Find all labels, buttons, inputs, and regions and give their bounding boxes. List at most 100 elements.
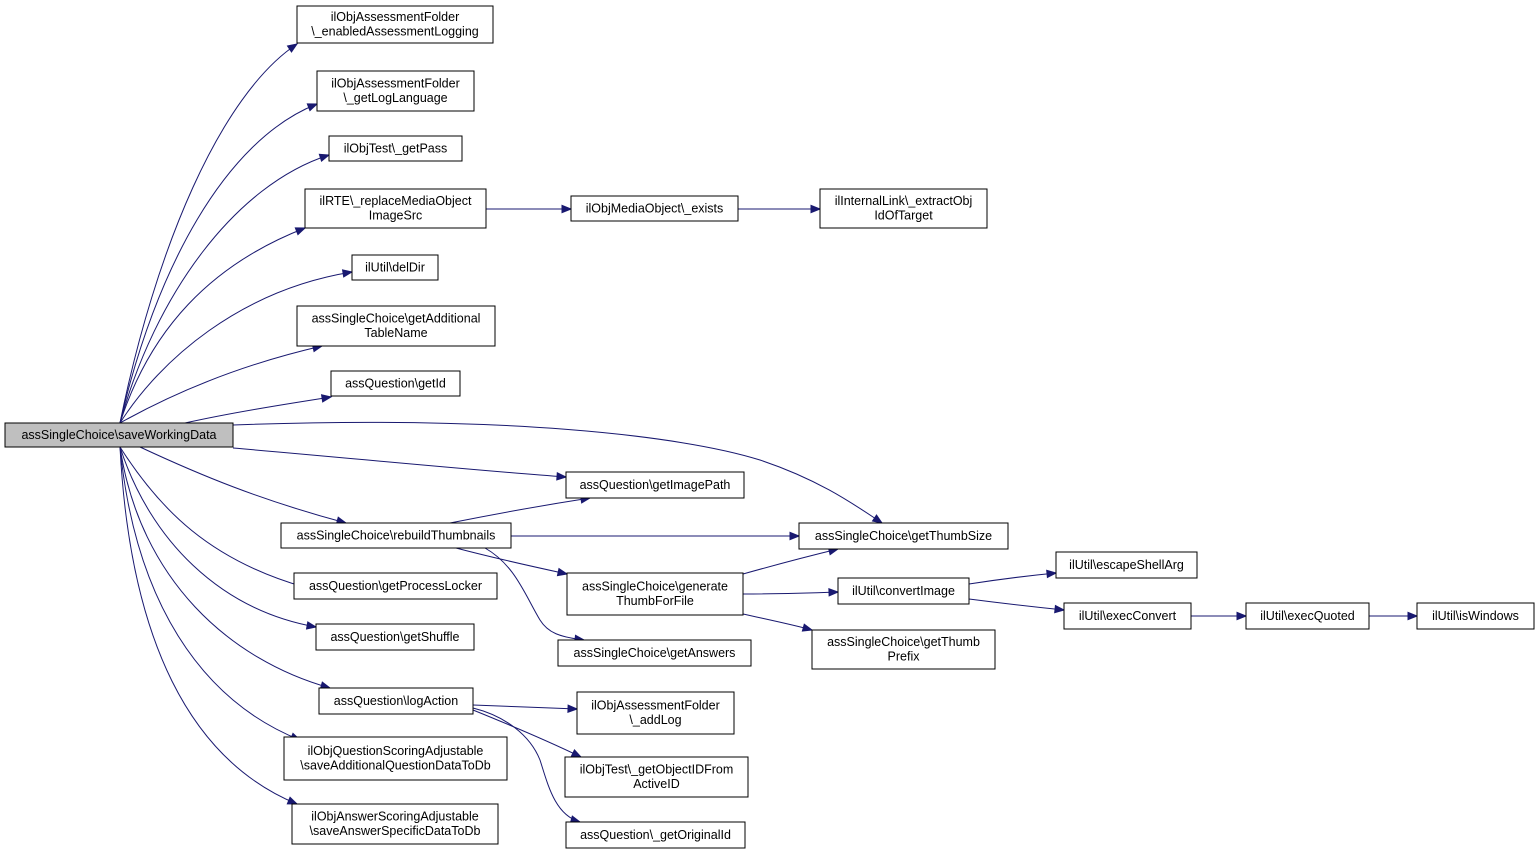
function-node[interactable]: assSingleChoice\rebuildThumbnails [280,522,512,549]
function-node-box [1063,602,1192,630]
function-node-label: ActiveID [633,777,680,791]
function-node-box [330,370,461,397]
function-node[interactable]: ilUtil\isWindows [1416,602,1535,630]
function-node[interactable]: ilUtil\execConvert [1063,602,1192,630]
arrowhead-root-to-n10 [556,471,568,481]
function-node-box [4,422,234,448]
function-node-box [798,522,1009,550]
function-node-label: ilInternalLink\_extractObj [835,194,973,208]
edge-n23-to-n26 [472,707,581,823]
function-node[interactable]: ilUtil\execQuoted [1245,602,1370,630]
function-node-label: ilUtil\escapeShellArg [1069,558,1184,572]
arrowhead-root-to-n2 [306,103,319,112]
function-node[interactable]: assQuestion\getId [330,370,461,397]
function-node-label: assSingleChoice\getThumbSize [815,529,992,543]
arrowhead-n11-to-n12 [789,531,801,541]
function-node-label: ilObjAssessmentFolder [331,10,460,24]
function-node-box [565,471,745,499]
function-node-label: assQuestion\getShuffle [330,630,459,644]
edge-root-to-n10 [232,447,567,478]
function-node[interactable]: ilUtil\delDir [351,254,439,281]
edge-root-to-n22 [119,446,317,628]
function-node[interactable]: ilObjTest\_getPass [328,135,463,162]
function-node-label: \_enabledAssessmentLogging [311,25,479,39]
edge-n11-to-n13 [455,547,568,575]
edge-n14-to-n15 [968,572,1057,585]
function-node-box [837,577,970,605]
function-node-box [566,572,744,616]
edge-root-to-n7 [119,271,353,424]
function-node[interactable]: assQuestion\getProcessLocker [293,572,498,600]
arrowhead-n17-to-n18 [1407,611,1419,621]
function-node-label: \saveAdditionalQuestionDataToDb [300,759,490,773]
function-node-label: ilObjTest\_getObjectIDFrom [580,763,734,777]
function-node-label: assSingleChoice\rebuildThumbnails [297,528,496,542]
edge-n11-to-n10 [449,497,591,524]
edge-root-to-n4 [119,227,306,424]
function-node-box [283,736,508,781]
edge-root-to-n3 [119,154,330,424]
function-node-box [1416,602,1535,630]
arrowhead-root-to-n7 [341,269,354,278]
function-node-label: assSingleChoice\getAdditional [312,312,481,326]
edge-root-to-n12 [232,421,883,524]
edge-root-to-n27 [119,446,301,741]
edge-root-to-n11 [139,446,347,524]
arrowhead-n23-to-n25 [570,748,583,758]
edge-root-to-n21 [119,446,305,588]
arrowhead-n5-to-n6 [810,204,822,214]
function-node-label: assQuestion\logAction [334,694,458,708]
function-node[interactable]: ilObjMediaObject\_exists [570,195,739,222]
function-node-label: \saveAnswerSpecificDataToDb [310,824,481,838]
function-node-label: assSingleChoice\getThumb [827,635,980,649]
function-node-label: ilObjMediaObject\_exists [586,201,724,215]
function-node-label: assSingleChoice\getAnswers [574,646,736,660]
arrowhead-n16-to-n17 [1236,611,1248,621]
function-node-box [351,254,439,281]
function-node[interactable]: assQuestion\getShuffle [315,623,475,651]
function-node[interactable]: ilObjAssessmentFolder\_enabledAssessment… [296,5,494,44]
function-node-box [819,188,988,229]
function-node[interactable]: ilUtil\escapeShellArg [1055,551,1198,579]
function-node-box [811,629,996,670]
function-node[interactable]: ilUtil\convertImage [837,577,970,605]
function-node-label: ilObjQuestionScoringAdjustable [308,744,484,758]
function-node[interactable]: ilObjQuestionScoringAdjustable\saveAddit… [283,736,508,781]
function-node-label: ilUtil\delDir [365,260,425,274]
function-node-label: \_addLog [629,713,681,727]
function-node[interactable]: assQuestion\logAction [318,687,474,715]
edge-n23-to-n25 [472,709,582,758]
function-node-box [576,691,735,735]
arrowhead-root-to-n22 [305,621,318,630]
edge-root-to-n2 [119,103,318,424]
function-node[interactable]: ilObjAssessmentFolder\_addLog [576,691,735,735]
function-node-label: ImageSrc [369,209,423,223]
function-node[interactable]: assSingleChoice\getAnswers [557,639,752,667]
function-node-label: ilObjTest\_getPass [344,141,448,155]
function-node[interactable]: ilObjAnswerScoringAdjustable\saveAnswerS… [291,803,499,845]
arrowhead-n14-to-n15 [1046,569,1058,579]
root-function-node[interactable]: assSingleChoice\saveWorkingData [4,422,234,448]
function-node-box [296,5,494,44]
arrowhead-n13-to-n19 [801,623,814,632]
edge-root-to-n8 [119,345,323,424]
function-node-label: assQuestion\_getOriginalId [580,828,731,842]
function-node-label: Prefix [888,650,921,664]
call-graph-nodes: assSingleChoice\saveWorkingData ilObjAsse… [4,5,1535,849]
arrowhead-n14-to-n16 [1054,604,1066,614]
function-node-box [315,623,475,651]
function-node[interactable]: assQuestion\_getOriginalId [565,821,746,849]
arrowhead-n13-to-n14 [828,588,840,597]
function-node[interactable]: assSingleChoice\getThumbSize [798,522,1009,550]
function-node-box [1245,602,1370,630]
call-graph-edges [119,43,1419,824]
function-node[interactable]: ilObjAssessmentFolder\_getLogLanguage [316,70,475,112]
function-node[interactable]: assQuestion\getImagePath [565,471,745,499]
